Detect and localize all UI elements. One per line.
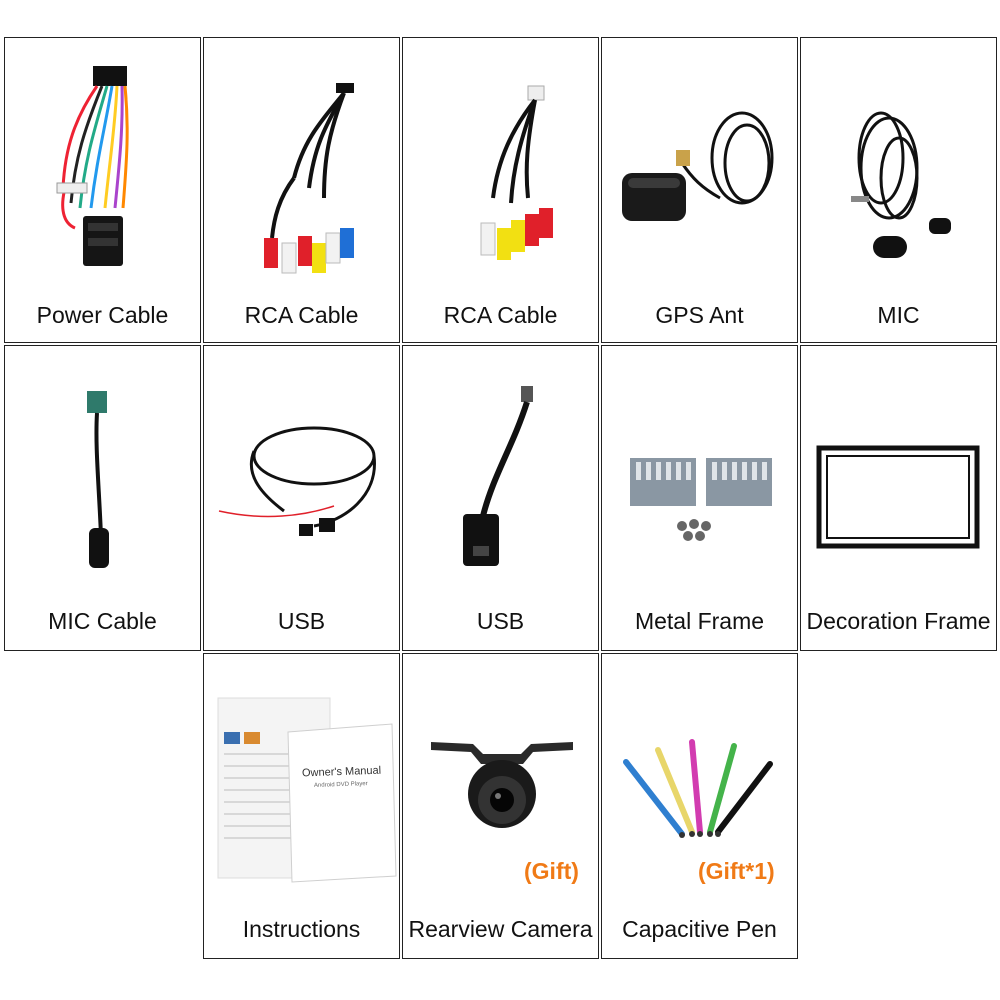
gps-antenna-icon bbox=[622, 111, 774, 221]
usb-cable-icon bbox=[218, 426, 376, 536]
item-label: USB bbox=[277, 608, 326, 634]
item-rearview-camera: (Gift) Rearview Camera bbox=[402, 653, 599, 959]
power-cable-icon bbox=[56, 66, 129, 266]
item-usb-1: USB bbox=[203, 345, 400, 651]
usb-adapter-icon bbox=[463, 386, 533, 566]
item-label: GPS Ant bbox=[655, 302, 744, 328]
gift-badge: (Gift) bbox=[524, 858, 579, 884]
rearview-camera-icon bbox=[431, 742, 573, 828]
decoration-frame-icon bbox=[816, 445, 980, 549]
metal-frame-icon bbox=[630, 458, 772, 541]
item-usb-2: USB bbox=[402, 345, 599, 651]
item-capacitive-pen: (Gift*1) Capacitive Pen bbox=[601, 653, 798, 959]
item-label: Instructions bbox=[242, 916, 361, 942]
item-instructions: Owner's Manual Android DVD Player Instru… bbox=[203, 653, 400, 959]
item-label: RCA Cable bbox=[443, 302, 558, 328]
item-power-cable: Power Cable bbox=[4, 37, 201, 343]
item-label: MIC bbox=[877, 302, 920, 328]
item-decoration-frame: Decoration Frame bbox=[800, 345, 997, 651]
item-label: Metal Frame bbox=[634, 608, 765, 634]
owners-manual-icon bbox=[217, 697, 397, 883]
item-label: Capacitive Pen bbox=[622, 916, 777, 942]
item-label: MIC Cable bbox=[48, 608, 157, 634]
rca-cable-icon bbox=[264, 83, 354, 274]
item-rca-cable-2: RCA Cable bbox=[402, 37, 599, 343]
item-gps-ant: GPS Ant bbox=[601, 37, 798, 343]
item-rca-cable-1: RCA Cable bbox=[203, 37, 400, 343]
item-mic-cable: MIC Cable bbox=[4, 345, 201, 651]
item-label: Power Cable bbox=[36, 302, 169, 328]
gift-badge: (Gift*1) bbox=[698, 858, 775, 884]
item-label: RCA Cable bbox=[244, 302, 359, 328]
microphone-icon bbox=[851, 111, 951, 258]
item-mic: MIC bbox=[800, 37, 997, 343]
mic-cable-icon bbox=[87, 391, 109, 568]
capacitive-pen-icon bbox=[623, 739, 773, 838]
item-label: Rearview Camera bbox=[408, 916, 593, 942]
item-label: USB bbox=[476, 608, 525, 634]
item-metal-frame: Metal Frame bbox=[601, 345, 798, 651]
item-label: Decoration Frame bbox=[806, 608, 991, 634]
rca-cable-icon bbox=[480, 85, 553, 260]
